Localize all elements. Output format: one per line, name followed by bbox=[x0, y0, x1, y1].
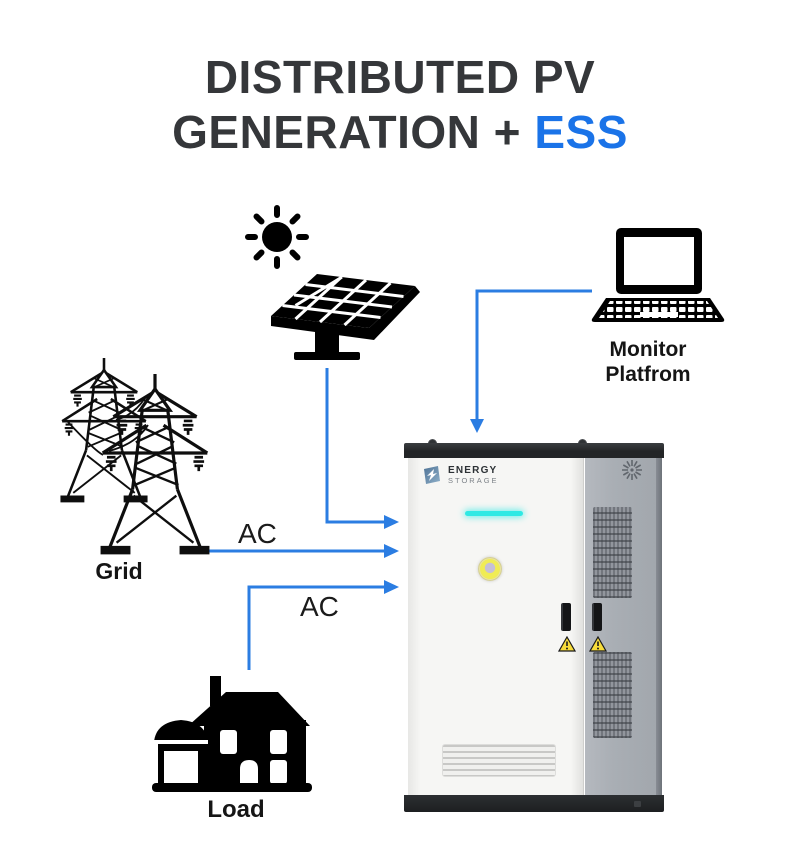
brand-line-2: STORAGE bbox=[448, 476, 499, 485]
load-to-ess-line bbox=[247, 585, 384, 670]
status-led-strip bbox=[465, 511, 523, 516]
warning-triangle-icon bbox=[558, 636, 576, 652]
door-handle-right bbox=[592, 603, 602, 631]
sun-icon bbox=[245, 205, 309, 269]
solar-panel-icon bbox=[271, 274, 420, 360]
grid-label: Grid bbox=[95, 558, 143, 584]
title-line-2: GENERATION + ESS bbox=[172, 106, 628, 158]
warning-triangle-icon bbox=[589, 636, 607, 652]
title-highlight-ess: ESS bbox=[534, 106, 628, 158]
brand-logo-icon bbox=[424, 466, 440, 484]
load-label: Load bbox=[207, 796, 265, 823]
fan-vent-icon bbox=[622, 460, 642, 480]
base-connector-detail bbox=[634, 801, 641, 807]
page-title: DISTRIBUTED PV GENERATION + ESS bbox=[0, 50, 800, 160]
house-icon bbox=[152, 676, 312, 792]
ess-brand-logo: ENERGY STORAGE bbox=[422, 465, 499, 485]
door-vent-grille bbox=[442, 744, 556, 777]
power-wires bbox=[67, 397, 149, 456]
brand-line-1: ENERGY bbox=[448, 465, 498, 476]
ac-label-grid: AC bbox=[238, 518, 277, 549]
emergency-stop-button bbox=[478, 557, 502, 581]
pv-to-ess-line bbox=[325, 368, 384, 524]
arrowhead-monitor bbox=[470, 419, 484, 433]
cabinet-base bbox=[404, 795, 664, 812]
arrowhead-grid bbox=[384, 544, 399, 558]
cabinet-top-bar bbox=[404, 443, 664, 458]
monitor-to-ess-line bbox=[475, 289, 592, 419]
transmission-towers-icon bbox=[42, 358, 222, 564]
monitor-platform-label: Monitor Platfrom bbox=[605, 338, 691, 386]
title-line-1: DISTRIBUTED PV bbox=[204, 51, 596, 103]
door-handle-left bbox=[561, 603, 571, 631]
side-vent-grille-upper bbox=[593, 507, 632, 598]
ac-label-load: AC bbox=[300, 591, 339, 622]
arrowhead-pv bbox=[384, 515, 399, 529]
side-vent-grille-lower bbox=[593, 652, 632, 738]
ess-cabinet: ENERGY STORAGE bbox=[404, 439, 664, 812]
cabinet-front-door: ENERGY STORAGE bbox=[408, 458, 584, 795]
cabinet-right-edge bbox=[656, 458, 662, 795]
cabinet-side-panel bbox=[585, 458, 656, 795]
arrowhead-load bbox=[384, 580, 399, 594]
laptop-icon bbox=[591, 228, 725, 322]
